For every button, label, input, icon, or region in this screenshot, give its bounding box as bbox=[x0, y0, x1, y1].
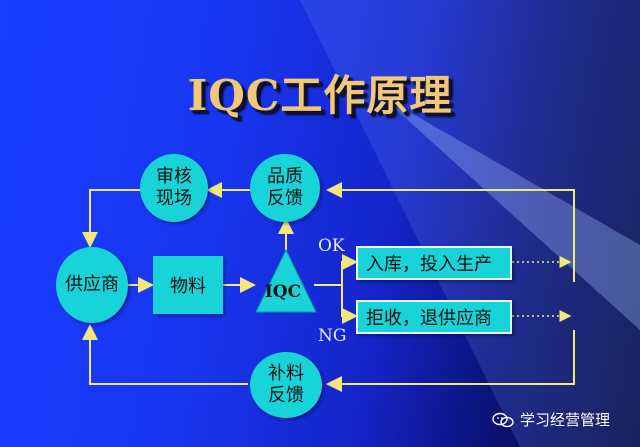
iqc-ng-branch bbox=[341, 285, 358, 324]
wechat-icon bbox=[492, 412, 514, 427]
quality-feedback-node: 品质 反馈 bbox=[250, 154, 320, 222]
material-node: 物料 bbox=[153, 256, 223, 314]
iqc-triangle bbox=[255, 248, 317, 313]
top-feedback-line bbox=[326, 182, 575, 282]
watermark-text: 学习经营管理 bbox=[520, 411, 611, 429]
supplier-node: 供应商 bbox=[56, 247, 128, 323]
page-title: IQC工作原理 bbox=[187, 71, 453, 120]
ok-action-node: 入库，投入生产 bbox=[356, 246, 512, 280]
audit-site-node: 审核 现场 bbox=[140, 154, 208, 222]
replenish-to-supplier-line bbox=[82, 324, 248, 385]
bottom-return-line bbox=[326, 330, 575, 392]
iqc-ok-branch bbox=[314, 254, 358, 286]
iqc-node-label: IQC bbox=[264, 282, 302, 302]
ok-label: OK bbox=[318, 236, 345, 256]
ng-action-node: 拒收，退供应商 bbox=[356, 300, 512, 334]
ng-label: NG bbox=[318, 326, 347, 346]
audit-to-supplier-line bbox=[82, 189, 140, 248]
replenish-feedback-node: 补料 反馈 bbox=[250, 352, 322, 418]
watermark: 学习经营管理 bbox=[492, 409, 610, 430]
